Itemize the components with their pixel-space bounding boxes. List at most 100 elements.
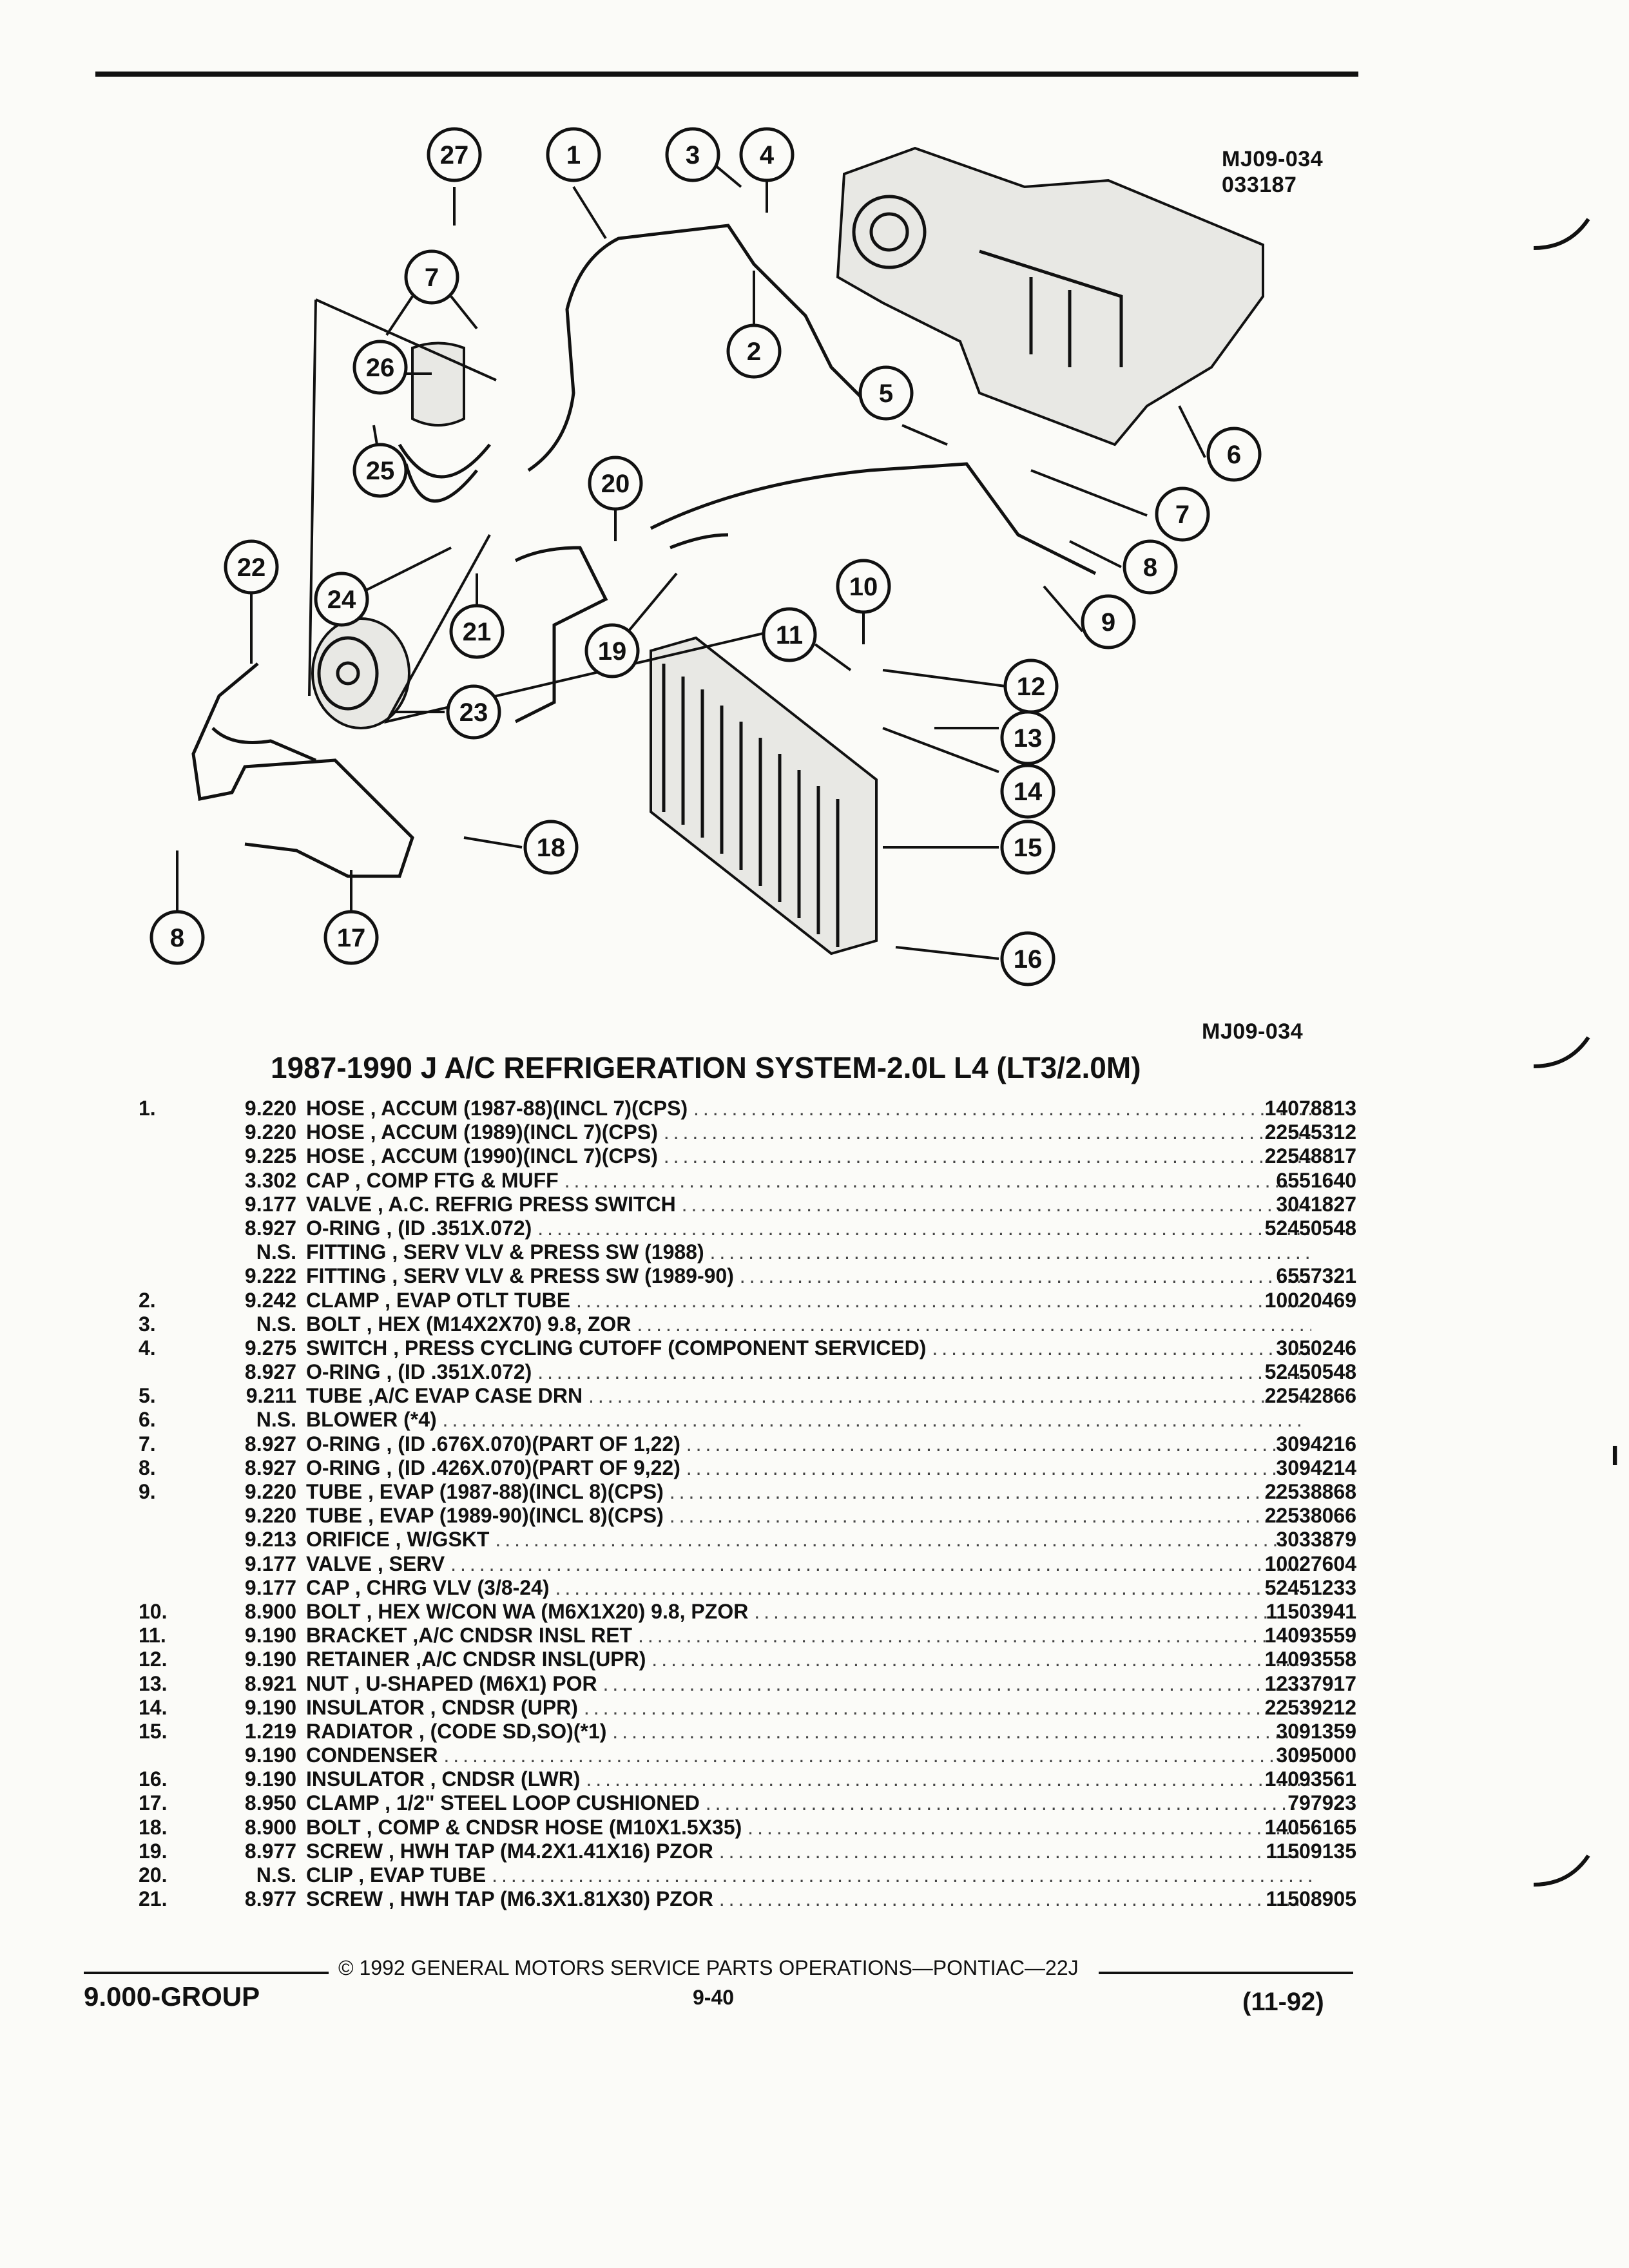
part-number: 14093559: [1264, 1624, 1356, 1648]
part-number: 14093561: [1264, 1767, 1356, 1791]
part-number: 3095000: [1276, 1744, 1356, 1767]
footer-rule-right: [1099, 1972, 1353, 1974]
callout-list: 27 1 3 4 7 26 2 25 5 6 20 7 24 8 21 22 1…: [149, 127, 1262, 986]
callout-label: 7: [1175, 501, 1190, 529]
part-description: BOLT , HEX (M14X2X70) 9.8, ZOR .........…: [306, 1312, 1311, 1336]
group-number: 9.225: [244, 1144, 296, 1168]
part-number: 11503941: [1266, 1599, 1356, 1623]
part-description: HOSE , ACCUM (1989)(INCL 7)(CPS) .......…: [306, 1120, 1311, 1144]
group-number: 9.177: [244, 1575, 296, 1599]
callout-leaders: [176, 153, 1206, 960]
group-number: 9.275: [244, 1336, 296, 1360]
group-number: 9.177: [244, 1192, 296, 1216]
part-description: O-RING , (ID .426X.070)(PART OF 9,22) ..…: [306, 1456, 1311, 1479]
callout-label: 3: [686, 141, 700, 169]
callout-label: 16: [1014, 945, 1043, 974]
part-description: CAP , COMP FTG & MUFF ..................…: [306, 1168, 1311, 1192]
footer-rule-left: [84, 1972, 329, 1974]
part-description: NUT , U-SHAPED (M6X1) POR ..............…: [306, 1671, 1311, 1695]
part-number: 797923: [1287, 1791, 1356, 1815]
callout-label: 7: [425, 264, 439, 292]
footer-copyright: © 1992 GENERAL MOTORS SERVICE PARTS OPER…: [338, 1956, 1079, 1979]
callout-label: 21: [463, 618, 492, 646]
group-number: 9.222: [244, 1264, 296, 1288]
part-number: 6551640: [1276, 1168, 1356, 1192]
item-number: 11.: [139, 1624, 166, 1648]
part-number: 22538868: [1264, 1480, 1356, 1503]
group-number: 8.977: [244, 1839, 296, 1863]
callout-label: 14: [1014, 778, 1043, 806]
group-number: 9.190: [244, 1648, 296, 1671]
callout-label: 4: [760, 141, 775, 169]
callout-label: 6: [1227, 441, 1241, 469]
callout-label: 8: [1143, 553, 1157, 582]
group-number: 9.220: [244, 1504, 296, 1528]
part-number: 22538066: [1264, 1504, 1356, 1528]
part-number: 10020469: [1264, 1288, 1356, 1312]
group-number: 8.927: [244, 1432, 296, 1456]
group-number: 3.302: [244, 1168, 296, 1192]
item-number: 12.: [139, 1648, 168, 1671]
callout-label: 10: [849, 573, 878, 601]
part-number: 3050246: [1276, 1336, 1356, 1360]
margin-mark: I: [1611, 1440, 1619, 1472]
parts-row: N.S.FITTING , SERV VLV & PRESS SW (1988)…: [139, 1240, 1356, 1264]
part-number: 52451233: [1264, 1575, 1356, 1599]
group-number: 9.177: [244, 1552, 296, 1575]
part-description: SWITCH , PRESS CYCLING CUTOFF (COMPONENT…: [306, 1336, 1311, 1360]
binder-mark: [1533, 218, 1590, 250]
parts-row: 8. 8.927 O-RING , (ID .426X.070)(PART OF 9…: [139, 1456, 1356, 1480]
callout-label: 24: [327, 586, 356, 614]
footer-group: 9.000-GROUP: [84, 1981, 260, 2012]
callout-label: 26: [366, 354, 395, 382]
item-number: 14.: [139, 1695, 168, 1719]
part-description: SCREW , HWH TAP (M6.3X1.81X30) PZOR ....…: [306, 1887, 1311, 1911]
part-description: FITTING , SERV VLV & PRESS SW (1988) ...…: [306, 1240, 1311, 1264]
part-description: O-RING , (ID .351X.072) ................…: [306, 1360, 1311, 1384]
callout-label: 27: [440, 141, 469, 169]
part-number: 6557321: [1276, 1264, 1356, 1288]
item-number: 10.: [139, 1599, 168, 1623]
part-description: TUBE , EVAP (1987-88)(INCL 8)(CPS) .....…: [306, 1480, 1311, 1503]
page-title: 1987-1990 J A/C REFRIGERATION SYSTEM-2.0…: [271, 1051, 1141, 1084]
parts-diagram: 27 1 3 4 7 26 2 25 5 6 20 7 24 8 21 22 1…: [149, 127, 1264, 986]
group-number: 8.927: [244, 1456, 296, 1479]
part-description: TUBE ,A/C EVAP CASE DRN ................…: [306, 1384, 1311, 1408]
top-rule: [95, 72, 1358, 77]
accumulator: [398, 341, 491, 503]
part-number: 3041827: [1276, 1192, 1356, 1216]
part-number: 3094214: [1276, 1456, 1356, 1479]
callout-label: 1: [566, 141, 581, 169]
callout-label: 8: [170, 924, 184, 952]
part-description: O-RING , (ID .676X.070)(PART OF 1,22) ..…: [306, 1432, 1311, 1456]
item-number: 8.: [139, 1456, 156, 1479]
part-number: 3091359: [1276, 1719, 1356, 1743]
condenser: [650, 636, 878, 956]
group-number: 9.220: [244, 1480, 296, 1503]
parts-row: 3.302 CAP , COMP FTG & MUFF .............…: [139, 1169, 1356, 1193]
callout-label: 11: [776, 621, 803, 649]
part-description: O-RING , (ID .351X.072) ................…: [306, 1216, 1311, 1240]
figure-code-top: MJ09-034: [1222, 147, 1324, 171]
binder-mark: [1533, 1036, 1590, 1068]
part-number: 22548817: [1264, 1144, 1356, 1168]
callout-label: 5: [879, 380, 893, 408]
part-description: RETAINER ,A/C CNDSR INSL(UPR) ..........…: [306, 1648, 1311, 1671]
item-number: 2.: [139, 1288, 156, 1312]
footer-page-number: 9-40: [693, 1986, 735, 2009]
part-number: 10027604: [1264, 1552, 1356, 1575]
group-number: 9.190: [244, 1695, 296, 1719]
part-description: CLAMP , 1/2" STEEL LOOP CUSHIONED ......…: [306, 1791, 1311, 1815]
item-number: 20.: [139, 1863, 168, 1887]
callout-label: 20: [601, 470, 630, 498]
part-number: 52450548: [1264, 1360, 1356, 1384]
item-number: 16.: [139, 1767, 168, 1791]
